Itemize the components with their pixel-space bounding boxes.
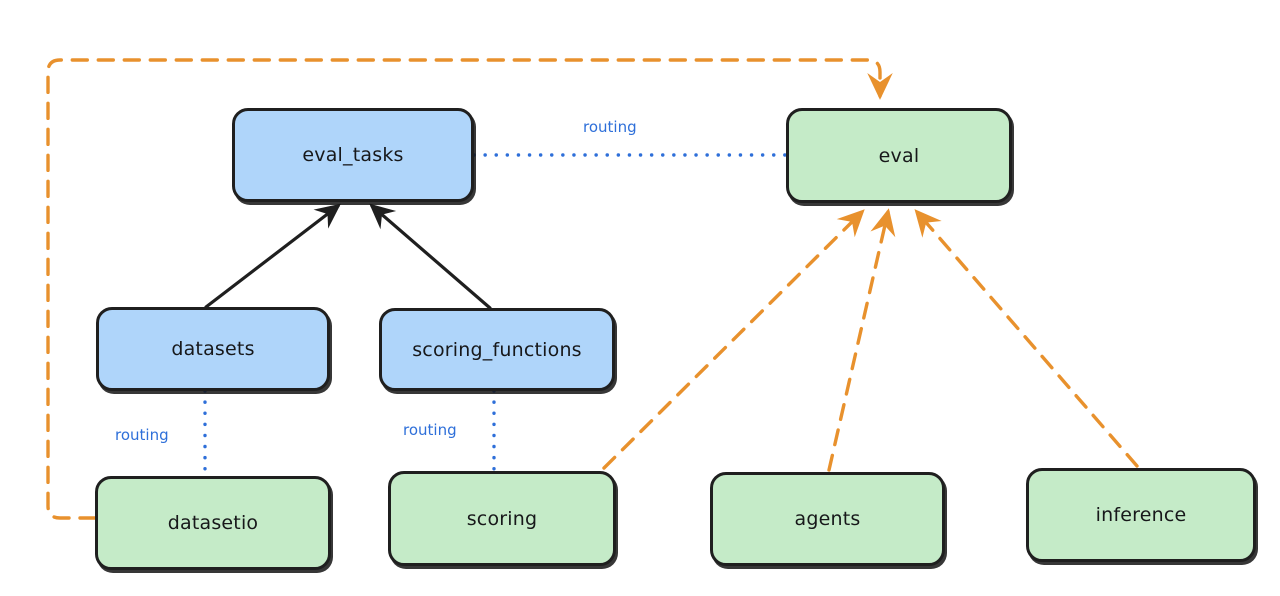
node-eval-tasks[interactable]: eval_tasks [232,108,474,202]
node-scoring-functions[interactable]: scoring_functions [379,308,615,391]
node-label-datasetio: datasetio [167,512,259,534]
node-label-eval-tasks: eval_tasks [302,144,404,166]
node-datasets[interactable]: datasets [96,307,330,391]
node-eval[interactable]: eval [786,108,1012,203]
edge-label-routing-datasets-datasetio: routing [112,426,172,444]
node-label-inference: inference [1095,504,1187,526]
edge-scoring-functions-to-eval-tasks [369,203,492,310]
edge-datasets-to-eval-tasks [204,203,341,309]
node-label-agents: agents [794,508,861,530]
node-label-datasets: datasets [171,338,255,360]
node-label-eval: eval [878,144,920,167]
node-label-scoring: scoring [466,507,538,530]
edge-scoring-to-eval [602,209,865,470]
edge-label-routing-scoring-functions-scoring: routing [400,421,460,439]
edge-label-routing-eval-tasks-eval: routing [580,118,640,136]
node-inference[interactable]: inference [1026,468,1256,562]
node-datasetio[interactable]: datasetio [95,476,331,570]
node-scoring[interactable]: scoring [388,471,616,566]
edge-inference-to-eval [914,209,1139,468]
node-label-scoring-functions: scoring_functions [412,338,582,361]
edge-datasetio-to-eval [46,58,893,520]
node-agents[interactable]: agents [710,472,945,566]
edge-agents-to-eval [827,208,896,472]
